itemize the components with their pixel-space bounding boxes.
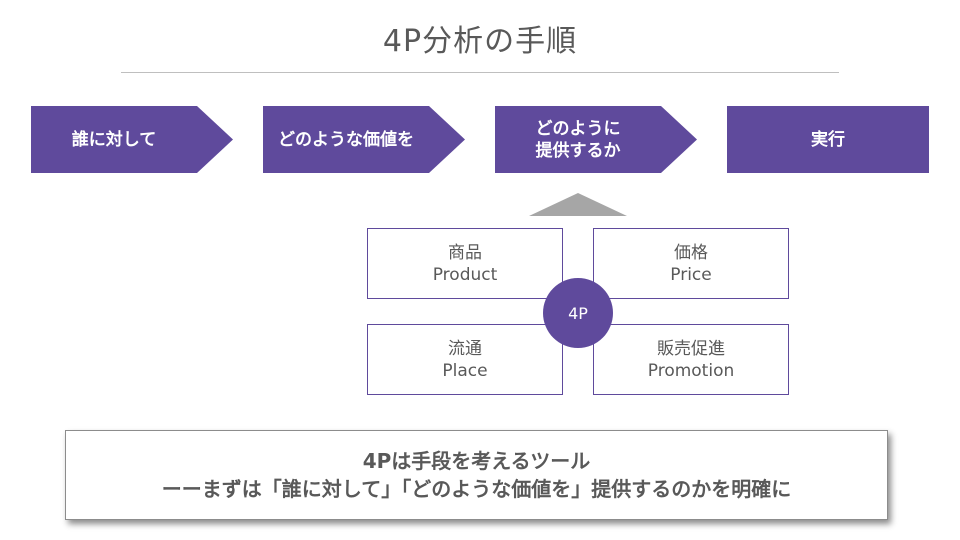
promotion-jp-label: 販売促進 xyxy=(657,338,725,359)
step-chevron-1: 誰に対して xyxy=(31,106,233,173)
quadrant-product: 商品 Product xyxy=(367,228,563,299)
step-chevron-3: どのように 提供するか xyxy=(495,106,697,173)
promotion-en-label: Promotion xyxy=(647,360,735,381)
price-en-label: Price xyxy=(670,264,712,285)
title-divider xyxy=(121,72,839,73)
center-label: 4P xyxy=(568,303,588,323)
step-label-1: 誰に対して xyxy=(71,129,157,150)
pointer-triangle xyxy=(529,193,627,216)
step-label-3: どのように 提供するか xyxy=(535,118,621,161)
page-title: 4P分析の手順 xyxy=(382,24,578,59)
summary-box: 4Pは手段を考えるツール ーーまずは「誰に対して」「どのような価値を」提供するの… xyxy=(65,430,888,520)
quadrant-place: 流通 Place xyxy=(367,324,563,395)
product-en-label: Product xyxy=(432,264,498,285)
step-box-4: 実行 xyxy=(727,106,929,173)
quadrant-price: 価格 Price xyxy=(593,228,789,299)
center-4p-circle: 4P xyxy=(543,278,613,348)
place-jp-label: 流通 xyxy=(448,338,482,359)
step-label-2: どのような価値を xyxy=(278,129,414,150)
price-jp-label: 価格 xyxy=(674,242,708,263)
place-en-label: Place xyxy=(442,360,488,381)
step-chevron-2: どのような価値を xyxy=(263,106,465,173)
summary-line-2: ーーまずは「誰に対して」「どのような価値を」提供するのかを明確に xyxy=(161,477,792,501)
summary-line-1: 4Pは手段を考えるツール xyxy=(362,449,591,473)
step-label-4: 実行 xyxy=(811,129,845,150)
quadrant-promotion: 販売促進 Promotion xyxy=(593,324,789,395)
product-jp-label: 商品 xyxy=(448,242,482,263)
